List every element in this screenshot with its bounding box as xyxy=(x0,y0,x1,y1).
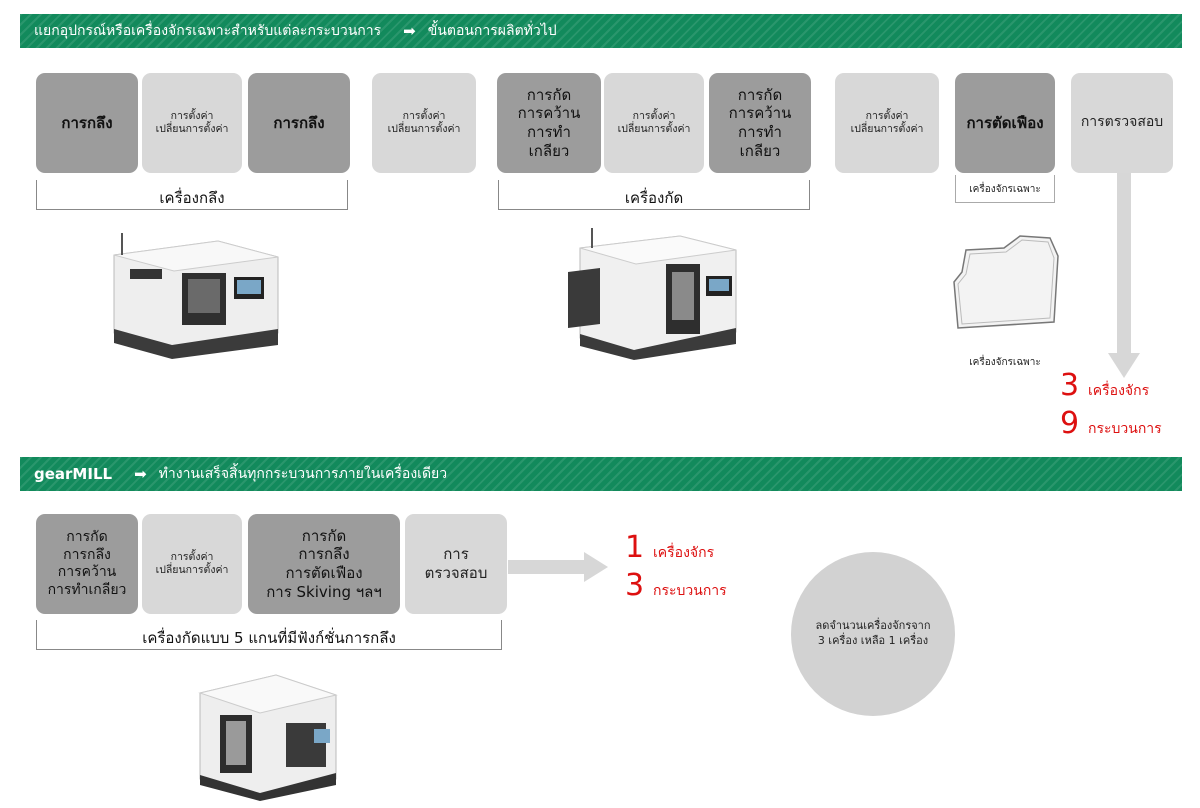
special-machine-caption: เครื่องจักรเฉพาะ xyxy=(969,357,1041,368)
right-arrow-icon xyxy=(508,552,608,582)
mill-label: เครื่องกัด xyxy=(624,189,684,207)
step-setup-3: การตั้งค่า เปลี่ยนการตั้งค่า xyxy=(604,73,704,173)
step-combined-1: การกัด การกลึง การคว้าน การทำเกลียว xyxy=(36,514,138,614)
step-setup-1: การตั้งค่า เปลี่ยนการตั้งค่า xyxy=(142,73,242,173)
step-turning-1: การกลึง xyxy=(36,73,138,173)
lathe-bracket xyxy=(36,180,348,210)
down-arrow-icon xyxy=(1108,173,1140,378)
special-bracket xyxy=(955,175,1055,203)
top-processes-count: 9 กระบวนการ xyxy=(1060,406,1162,441)
step-gear-cutting: การตัดเฟือง xyxy=(955,73,1055,173)
step-turning-2: การกลึง xyxy=(248,73,350,173)
step-combined-2: การกัด การกลึง การตัดเฟือง การ Skiving ฯ… xyxy=(248,514,400,614)
bottom-banner: gearMILL ➡ ทำงานเสร็จสิ้นทุกกระบวนการภาย… xyxy=(20,457,1182,491)
top-banner: แยกอุปกรณ์หรือเครื่องจักรเฉพาะสำหรับแต่ล… xyxy=(20,14,1182,48)
arrow-right-icon: ➡ xyxy=(403,22,416,40)
gearmill-machine-image xyxy=(198,674,338,801)
reduction-summary: ลดจำนวนเครื่องจักรจาก 3 เครื่อง เหลือ 1 … xyxy=(791,552,955,716)
special-machine-note: เครื่องจักรเฉพาะ xyxy=(969,184,1041,195)
lathe-label: เครื่องกลึง xyxy=(159,189,225,207)
banner-subtitle: ทำงานเสร็จสิ้นทุกกระบวนการภายในเครื่องเด… xyxy=(158,466,448,482)
banner-title: แยกอุปกรณ์หรือเครื่องจักรเฉพาะสำหรับแต่ล… xyxy=(34,23,382,39)
top-machines-count: 3 เครื่องจักร xyxy=(1060,368,1150,403)
step-milling-1: การกัด การคว้าน การทำ เกลียว xyxy=(497,73,601,173)
step-setup-2: การตั้งค่า เปลี่ยนการตั้งค่า xyxy=(372,73,476,173)
step-setup-4: การตั้งค่า เปลี่ยนการตั้งค่า xyxy=(835,73,939,173)
arrow-right-icon: ➡ xyxy=(134,465,147,483)
special-machine-image xyxy=(953,235,1059,329)
bottom-processes-count: 3 กระบวนการ xyxy=(625,568,727,603)
mill-machine-image xyxy=(568,228,737,360)
step-milling-2: การกัด การคว้าน การทำ เกลียว xyxy=(709,73,811,173)
bottom-machines-count: 1 เครื่องจักร xyxy=(625,530,715,565)
machine-bracket xyxy=(36,620,502,650)
banner-subtitle: ขั้นตอนการผลิตทั่วไป xyxy=(427,23,557,39)
brand-name: gearMILL xyxy=(34,465,113,483)
step-inspection: การ ตรวจสอบ xyxy=(405,514,507,614)
step-inspection: การตรวจสอบ xyxy=(1071,73,1173,173)
machine-label: เครื่องกัดแบบ 5 แกนที่มีฟังก์ชั่นการกลึง xyxy=(142,629,396,647)
step-setup: การตั้งค่า เปลี่ยนการตั้งค่า xyxy=(142,514,242,614)
lathe-machine-image xyxy=(113,233,279,359)
mill-bracket xyxy=(498,180,810,210)
